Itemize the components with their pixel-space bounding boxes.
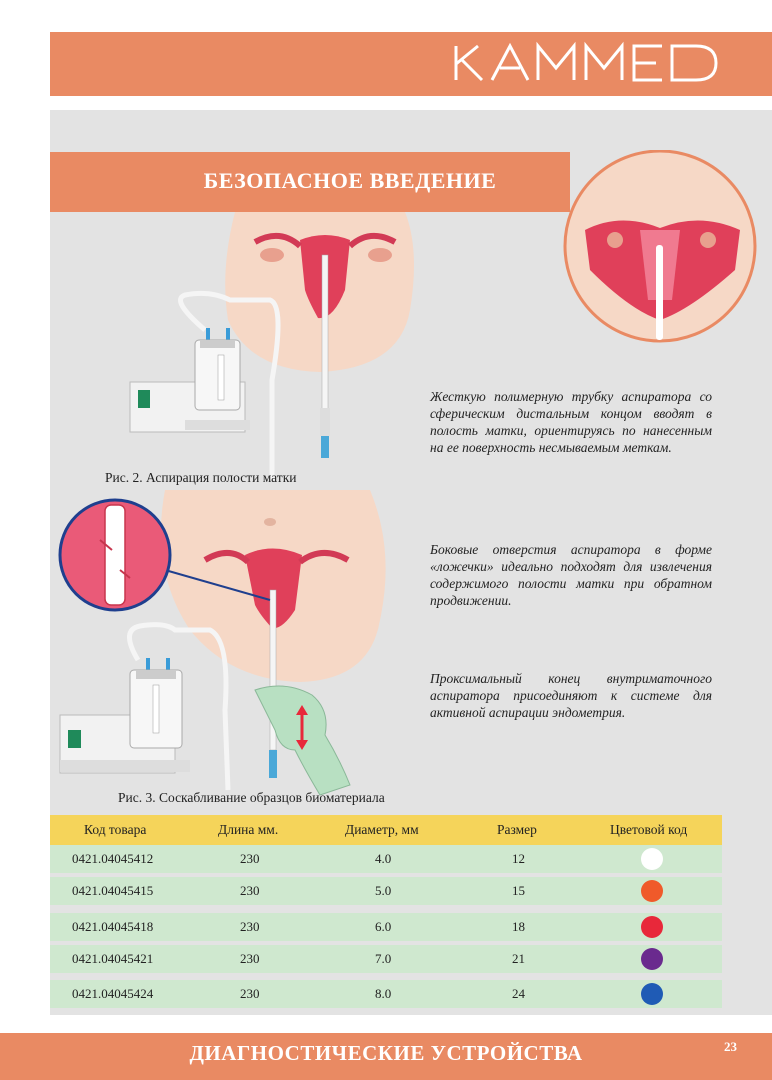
magnifier-circle-lower <box>58 498 271 612</box>
table-row: 0421.04045415 230 5.0 15 <box>50 877 722 905</box>
aspirator-device-lower <box>59 669 190 774</box>
upper-body-figure <box>225 212 414 458</box>
header-code: Код товара <box>84 822 147 837</box>
section-title-band: БЕЗОПАСНОЕ ВВЕДЕНИЕ <box>50 152 570 212</box>
paragraph-1: Жесткую полимерную трубку аспиратора со … <box>430 389 712 455</box>
cell-diameter: 8.0 <box>375 986 392 1001</box>
cell-diameter: 6.0 <box>375 919 392 934</box>
kammed-logo <box>454 41 718 82</box>
header-size: Размер <box>497 822 537 837</box>
cell-code: 0421.04045418 <box>72 919 154 934</box>
cell-code: 0421.04045415 <box>72 883 154 898</box>
table-row: 0421.04045412 230 4.0 12 <box>50 845 722 873</box>
figure-2-caption: Рис. 2. Аспирация полости матки <box>105 470 297 485</box>
footer-title: ДИАГНОСТИЧЕСКИЕ УСТРОЙСТВА <box>189 1041 583 1065</box>
color-code-dot <box>641 983 663 1005</box>
table-row: 0421.04045418 230 6.0 18 <box>50 913 722 941</box>
cell-code: 0421.04045424 <box>72 986 154 1001</box>
lower-body-figure <box>160 490 386 778</box>
header-color-code: Цветовой код <box>610 822 688 837</box>
color-code-dot <box>641 916 663 938</box>
cell-length: 230 <box>240 951 260 966</box>
cell-length: 230 <box>240 851 260 866</box>
figure-3-caption: Рис. 3. Соскабливание образцов биоматери… <box>118 790 385 805</box>
table-header: Код товара Длина мм. Диаметр, мм Размер … <box>50 815 722 845</box>
cell-diameter: 5.0 <box>375 883 392 898</box>
cell-size: 15 <box>512 883 525 898</box>
color-code-dot <box>641 948 663 970</box>
cell-size: 12 <box>512 851 525 866</box>
header-diameter: Диаметр, мм <box>345 822 419 837</box>
cell-size: 21 <box>512 951 525 966</box>
page-number: 23 <box>724 1039 737 1054</box>
magnifier-circle-upper <box>563 150 757 343</box>
section-title: БЕЗОПАСНОЕ ВВЕДЕНИЕ <box>203 168 497 193</box>
cell-diameter: 7.0 <box>375 951 392 966</box>
cell-length: 230 <box>240 883 260 898</box>
header-length: Длина мм. <box>218 822 279 837</box>
paragraph-2: Боковые отверстия аспиратора в форме «ло… <box>430 542 712 608</box>
medical-illustration <box>58 150 757 796</box>
cell-size: 18 <box>512 919 525 934</box>
color-code-dot <box>641 880 663 902</box>
color-code-dot <box>641 848 663 870</box>
cell-size: 24 <box>512 986 525 1001</box>
cell-code: 0421.04045412 <box>72 851 154 866</box>
aspirator-device-upper <box>129 339 250 433</box>
table-row: 0421.04045421 230 7.0 21 <box>50 945 722 973</box>
cell-length: 230 <box>240 986 260 1001</box>
cell-code: 0421.04045421 <box>72 951 154 966</box>
table-row: 0421.04045424 230 8.0 24 <box>50 980 722 1008</box>
cell-length: 230 <box>240 919 260 934</box>
paragraph-3: Проксимальный конец внутриматочного аспи… <box>430 671 712 720</box>
footer-band: ДИАГНОСТИЧЕСКИЕ УСТРОЙСТВА 23 <box>0 1033 772 1080</box>
cell-diameter: 4.0 <box>375 851 392 866</box>
